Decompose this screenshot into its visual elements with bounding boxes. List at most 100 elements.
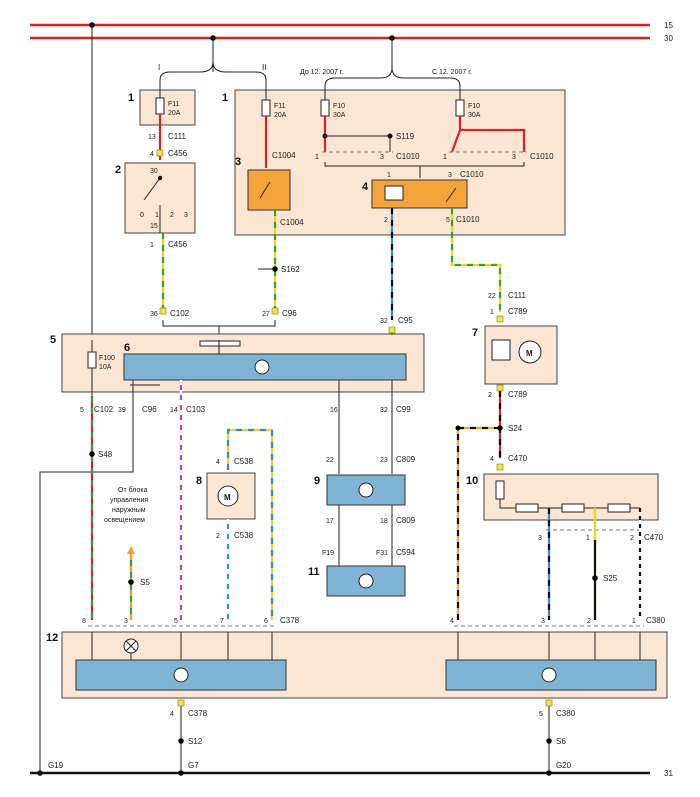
block-number-9: 9 — [314, 475, 320, 487]
block-number-6: 6 — [124, 342, 130, 354]
pin-5f: 5 — [174, 618, 178, 625]
fuse-f11b-name: F11 — [274, 103, 286, 110]
pin-18: 18 — [380, 518, 388, 525]
connector-c1004a: C1004 — [272, 151, 296, 160]
block-number-12: 12 — [46, 632, 58, 644]
fuse-f10b — [455, 99, 465, 117]
pin-4d: 4 — [216, 459, 220, 466]
resistor-box-10 — [483, 473, 659, 521]
fuse-f100-name: F100 — [99, 355, 115, 362]
fuse-f100 — [87, 351, 97, 369]
pos-0: 0 — [140, 212, 144, 219]
splice-s48: S48 — [98, 450, 113, 459]
ground-g7-dot — [178, 770, 184, 776]
ground-g19-dot — [37, 770, 43, 776]
pin-1e: 1 — [586, 535, 590, 542]
pin-14: 14 — [170, 407, 178, 414]
block-number-2: 2 — [115, 164, 121, 176]
connector-c1010d: C1010 — [456, 215, 480, 224]
pin-c96a — [271, 307, 279, 315]
connector-c789a: C789 — [508, 307, 528, 316]
pin-2e: 2 — [630, 535, 634, 542]
connector-c111a: C111 — [168, 132, 186, 141]
relay-4-contact — [445, 187, 457, 203]
fuse-f100-value: 10A — [99, 364, 112, 371]
pin-2d: 2 — [216, 533, 220, 540]
branch-brace-2 — [324, 67, 461, 87]
relay-3 — [247, 169, 291, 211]
block-number-8: 8 — [196, 475, 202, 487]
pin-4c: 4 — [490, 456, 494, 463]
ground-g7: G7 — [188, 761, 199, 770]
block-number-5: 5 — [50, 334, 56, 346]
splice-s12: S12 — [188, 737, 203, 746]
pin-3g: 3 — [541, 618, 545, 625]
splice-s5-dot — [128, 579, 134, 585]
wire-s24-left-dot — [455, 425, 461, 431]
pin-17: 17 — [326, 518, 334, 525]
connector-c470a: C470 — [508, 454, 528, 463]
pin-32a: 32 — [380, 318, 388, 325]
pin-7f: 7 — [220, 618, 224, 625]
pos-3: 3 — [184, 212, 188, 219]
pin-1g: 1 — [632, 618, 636, 625]
splice-s12-dot — [178, 738, 184, 744]
pin-3e: 3 — [538, 535, 542, 542]
pin-5h: 5 — [539, 711, 543, 718]
module-12-right-chip-icon — [541, 667, 557, 683]
rail-31-label: 31 — [664, 769, 673, 778]
note-line-1: От блока — [118, 486, 148, 494]
connector-c809a: C809 — [396, 455, 416, 464]
relay-3-contact — [259, 181, 271, 199]
pin-r3b: 3 — [512, 154, 516, 161]
connector-c102a: C102 — [170, 309, 190, 318]
splice-s6: S6 — [556, 737, 566, 746]
fan-motor-symbol — [518, 340, 542, 364]
connector-c380b: C380 — [556, 709, 576, 718]
fan-resistor-symbol — [491, 339, 511, 361]
pin-4r2: 2 — [384, 217, 388, 224]
pin-c456a — [156, 149, 164, 157]
pin-22b: 22 — [326, 457, 334, 464]
note-arrow — [127, 546, 135, 554]
connector-c378b: C378 — [188, 709, 208, 718]
connector-c789b: C789 — [508, 390, 528, 399]
fuse-f10b-value: 30A — [468, 112, 481, 119]
fuse-f11b — [261, 99, 271, 117]
block-number-1a: 1 — [128, 92, 134, 104]
lamp-cross — [125, 640, 137, 652]
fuse-f10b-name: F10 — [468, 103, 480, 110]
note-line-3: наружным — [112, 507, 146, 514]
fuse-box-1-left — [139, 89, 196, 126]
motor-m-7: M — [526, 349, 533, 358]
pin-f31: F31 — [376, 550, 388, 557]
fuse-f10a — [320, 99, 330, 117]
wire-relay4-to-fan-yellow — [450, 208, 502, 312]
rail-30-label: 30 — [664, 34, 673, 43]
resistor-1 — [515, 503, 539, 513]
motor-m-8: M — [224, 493, 231, 502]
rail-15-label: 15 — [664, 21, 673, 30]
pin-2c: 2 — [488, 392, 492, 399]
module-9-chip-icon — [358, 482, 374, 498]
branch-label-1: I — [158, 63, 160, 72]
pin-2g: 2 — [587, 618, 591, 625]
pin-27: 27 — [262, 311, 270, 318]
connector-c456b: C456 — [168, 240, 188, 249]
connector-c470b: C470 — [644, 533, 664, 542]
pin-32b: 32 — [380, 407, 388, 414]
connector-c1010a: C1010 — [396, 152, 420, 161]
fuse-f11a — [155, 97, 165, 115]
switch-pivot — [157, 175, 163, 181]
block-number-3: 3 — [235, 156, 241, 168]
brace-variants — [324, 162, 525, 178]
relay-4-coil — [384, 185, 404, 201]
pin-6f: 6 — [264, 618, 268, 625]
splice-s6-dot — [546, 738, 552, 744]
block-number-4: 4 — [362, 181, 369, 193]
branch-brace-1 — [159, 61, 267, 81]
pin-39: 39 — [118, 407, 126, 414]
pin-4g: 4 — [450, 618, 454, 625]
pin-3f: 3 — [124, 618, 128, 625]
